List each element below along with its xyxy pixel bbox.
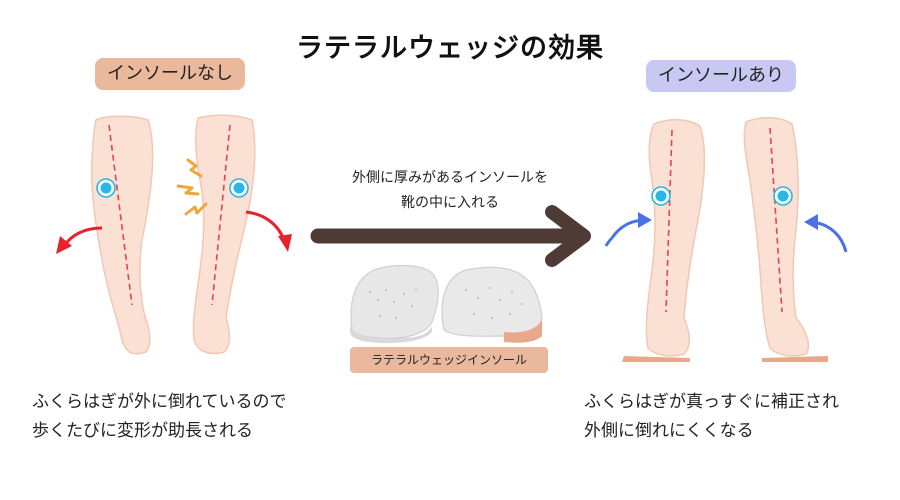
caption-left-line2: 歩くたびに変形が助長される xyxy=(32,421,253,441)
left-leg-right xyxy=(192,114,256,355)
pain-mark-icon xyxy=(176,158,208,216)
caption-left-line1: ふくらはぎが外に倒れているので xyxy=(32,392,287,412)
right-leg-left xyxy=(645,119,706,357)
wedge-right-icon xyxy=(762,356,828,362)
insole-label: ラテラルウェッジインソール xyxy=(350,347,548,373)
red-arrow-left-icon xyxy=(56,226,103,254)
caption-with-insole: ふくらはぎが真っすぐに補正され 外側に倒れにくくなる xyxy=(584,388,839,446)
badge-with-insole: インソールあり xyxy=(646,60,796,92)
arrow-text-line2: 靴の中に入れる xyxy=(401,195,499,211)
arrow-text-line1: 外側に厚みがあるインソールを xyxy=(352,170,548,186)
blue-arrow-right-icon xyxy=(804,214,848,253)
arrow-explanation: 外側に厚みがあるインソールを 靴の中に入れる xyxy=(300,166,600,216)
red-arrow-right-icon xyxy=(245,210,292,252)
badge-without-insole: インソールなし xyxy=(95,58,245,90)
caption-right-line2: 外側に倒れにくくなる xyxy=(584,421,754,441)
page-title: ラテラルウェッジの効果 xyxy=(296,33,604,64)
right-leg-right xyxy=(743,117,810,357)
wedge-left-icon xyxy=(622,356,690,362)
caption-without-insole: ふくらはぎが外に倒れているので 歩くたびに変形が助長される xyxy=(32,388,287,446)
caption-right-line1: ふくらはぎが真っすぐに補正され xyxy=(584,392,839,412)
left-leg-left xyxy=(90,115,154,355)
insole-pair-image xyxy=(350,264,543,344)
big-arrow-icon xyxy=(310,205,591,267)
blue-arrow-left-icon xyxy=(604,212,652,247)
